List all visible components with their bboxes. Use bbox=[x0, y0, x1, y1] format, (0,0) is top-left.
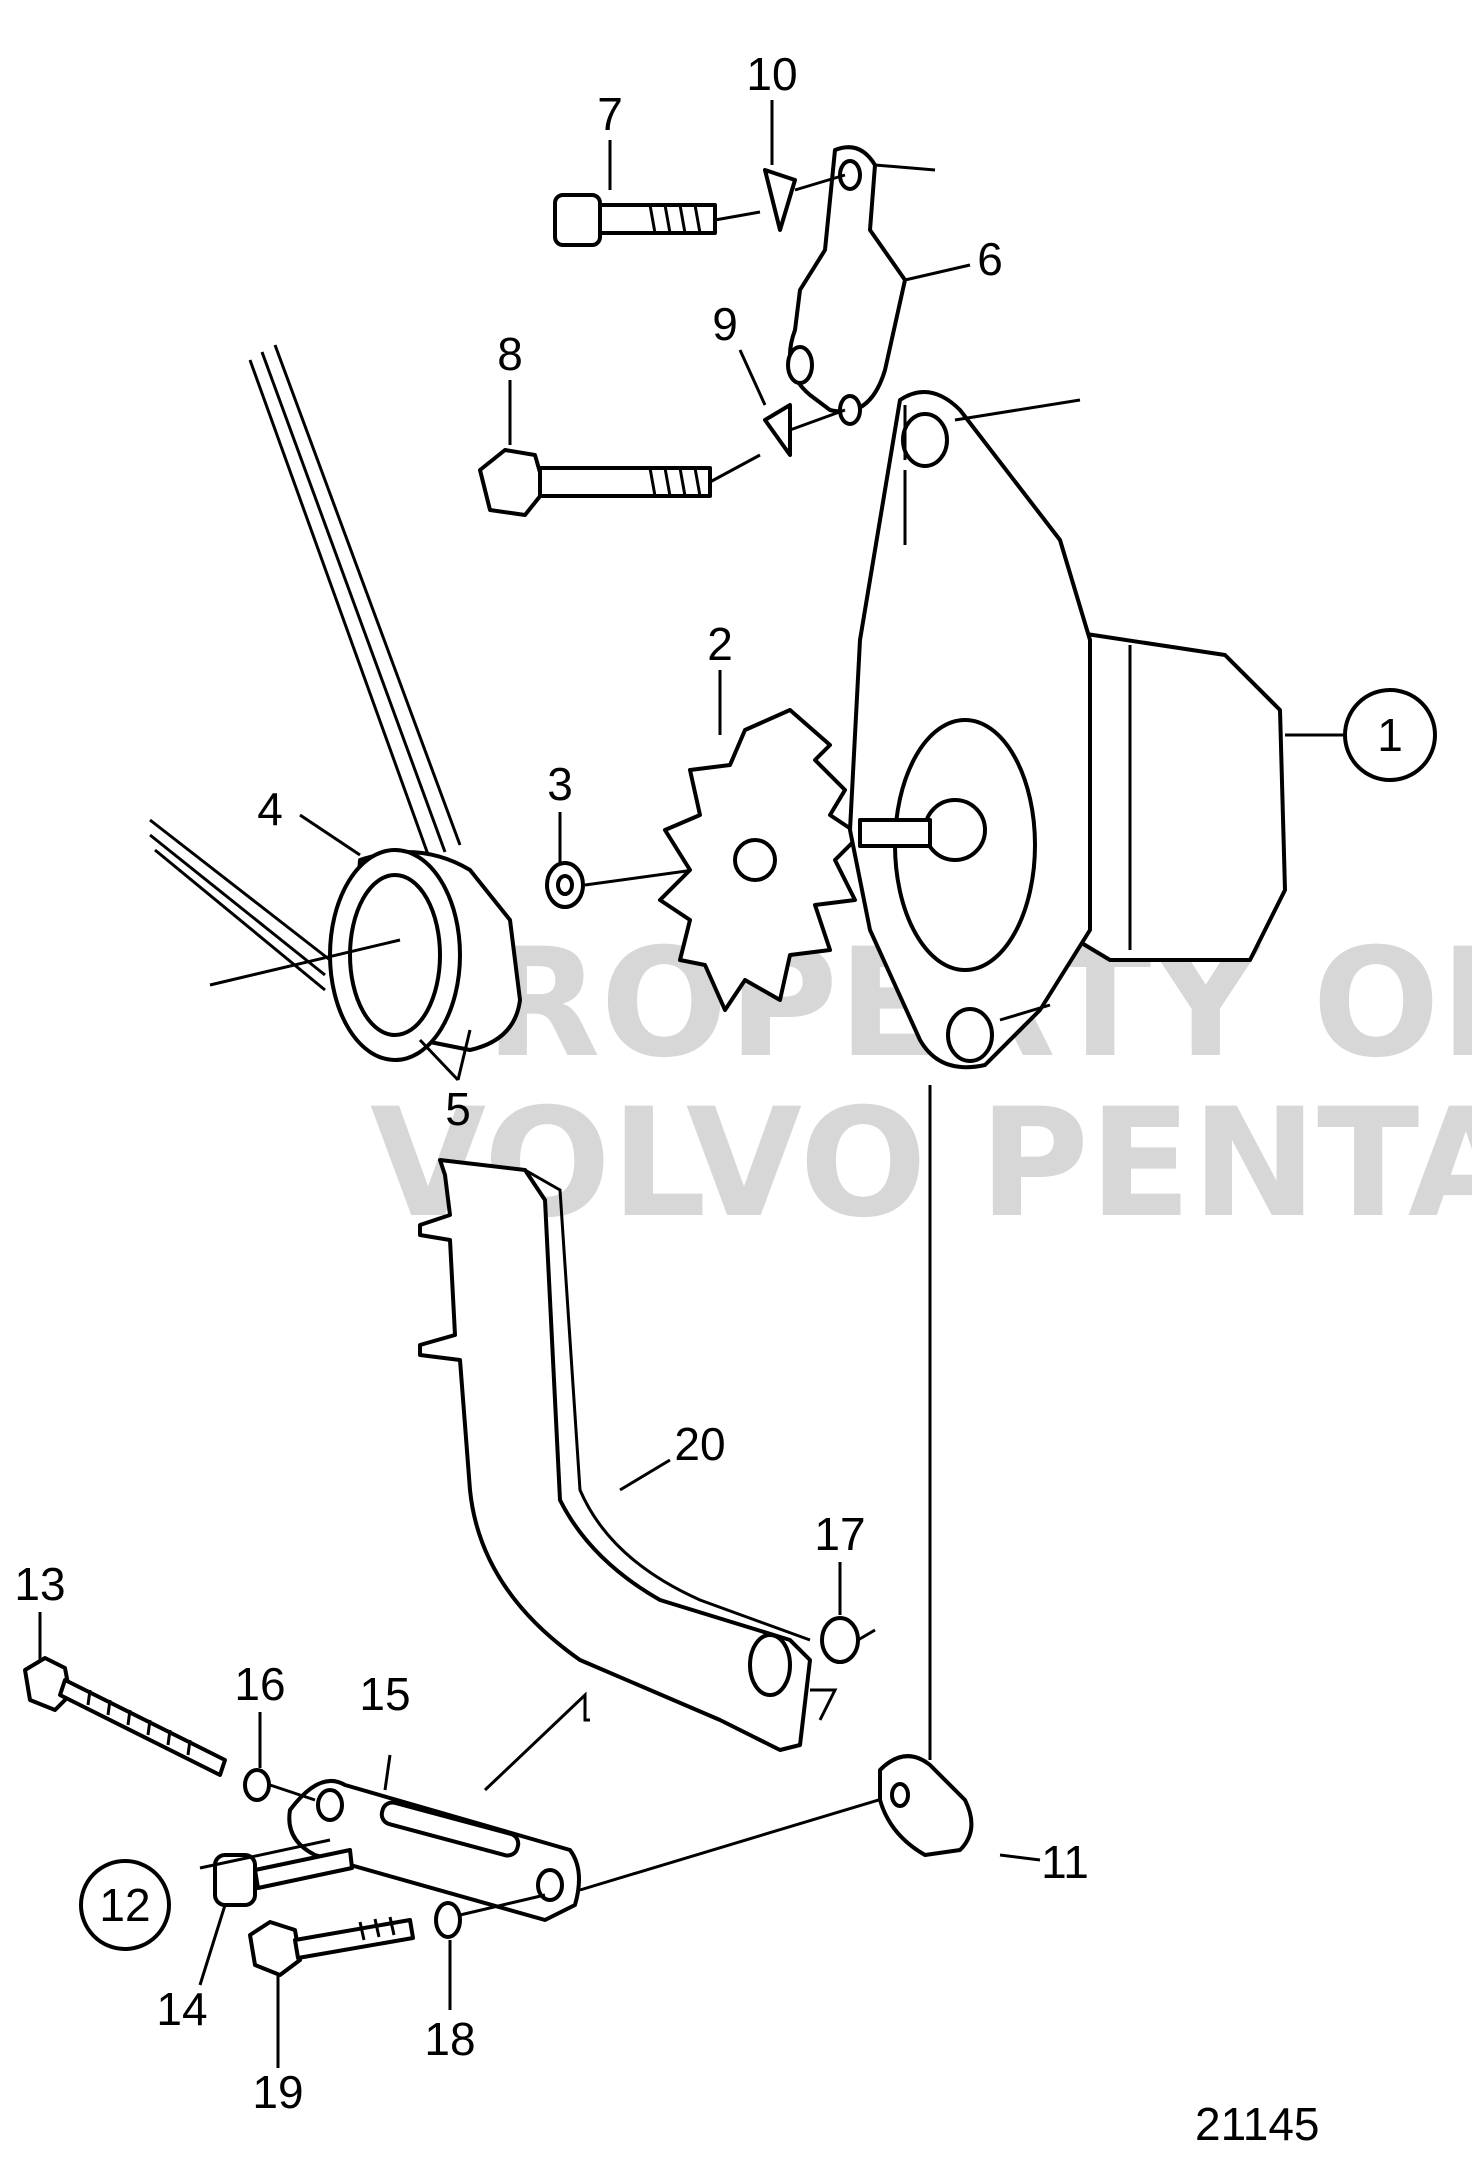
callout-17: 17 bbox=[814, 1508, 865, 1560]
callout-1: 1 bbox=[1377, 709, 1403, 761]
drawing-number: 21145 bbox=[1195, 2098, 1320, 2150]
callout-2: 2 bbox=[707, 618, 733, 670]
washer-10 bbox=[763, 168, 846, 232]
callout-14: 14 bbox=[156, 1983, 207, 2035]
pulley bbox=[209, 848, 522, 1062]
callout-5: 5 bbox=[445, 1083, 471, 1135]
washer-16 bbox=[243, 1768, 316, 1802]
bolt-8 bbox=[478, 448, 761, 517]
lower-bracket bbox=[418, 1158, 838, 1752]
alternator bbox=[848, 390, 1360, 1070]
washer-18 bbox=[434, 1893, 546, 1939]
callout-9: 9 bbox=[712, 298, 738, 350]
callout-10: 10 bbox=[746, 48, 797, 100]
callout-circle-12 bbox=[79, 1859, 171, 1951]
tension-bar bbox=[287, 1691, 896, 1922]
callout-18: 18 bbox=[424, 2013, 475, 2065]
callout-11: 11 bbox=[1041, 1836, 1089, 1888]
callout-7: 7 bbox=[597, 88, 623, 140]
washer-9 bbox=[763, 403, 846, 457]
callout-labels: 1 2 3 4 5 6 7 8 9 10 11 12 13 14 15 16 1… bbox=[14, 48, 1437, 2118]
bolt-14 bbox=[199, 1838, 354, 1907]
callout-16: 16 bbox=[234, 1658, 285, 1710]
clamp bbox=[878, 1085, 1041, 1862]
callout-19: 19 bbox=[252, 2066, 303, 2118]
callout-circle-1 bbox=[1343, 688, 1437, 782]
drive-belts bbox=[149, 344, 462, 992]
watermark-line-2: VOLVO PENTA bbox=[370, 1077, 1472, 1251]
callout-8: 8 bbox=[497, 328, 523, 380]
callout-15: 15 bbox=[359, 1668, 410, 1720]
callout-6: 6 bbox=[977, 233, 1003, 285]
callout-3: 3 bbox=[547, 758, 573, 810]
upper-bracket bbox=[786, 145, 971, 545]
bolt-7 bbox=[553, 193, 761, 247]
callout-4: 4 bbox=[257, 783, 283, 835]
callout-13: 13 bbox=[14, 1558, 65, 1610]
callout-12: 12 bbox=[99, 1879, 150, 1931]
callout-20: 20 bbox=[674, 1418, 725, 1470]
nut-17 bbox=[820, 1616, 876, 1664]
bolt-13 bbox=[23, 1656, 227, 1777]
bolt-19 bbox=[248, 1916, 415, 1977]
fan bbox=[658, 708, 862, 1012]
